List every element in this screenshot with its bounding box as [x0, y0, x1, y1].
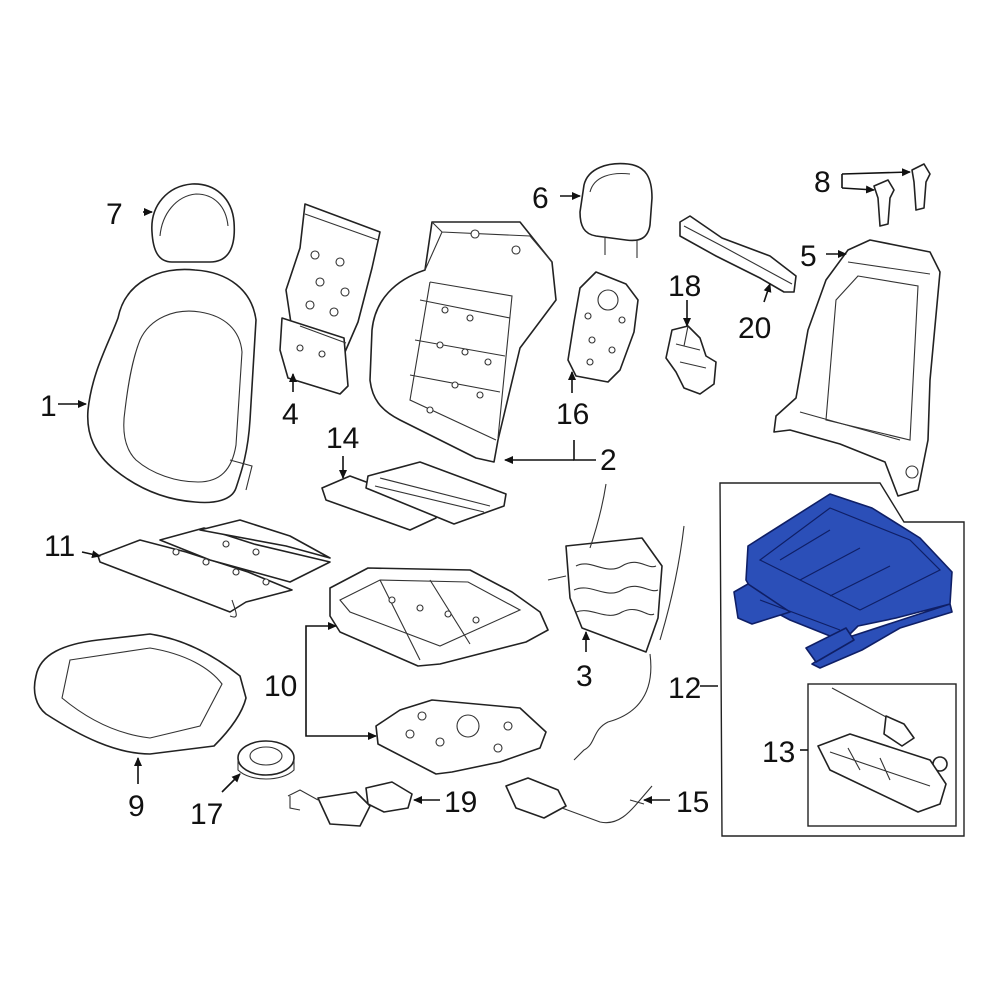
callout-9: 9 [128, 790, 145, 823]
part-18-motor[interactable] [665, 325, 717, 395]
leader-2-a [573, 440, 596, 461]
part-5-seatback-frame[interactable] [773, 239, 941, 497]
callout-6: 6 [532, 182, 549, 215]
part-13-group-box [807, 683, 957, 827]
callout-5: 5 [800, 240, 817, 273]
part-4-back-pads[interactable] [279, 203, 381, 395]
callout-10: 10 [264, 670, 297, 703]
callout-14: 14 [326, 422, 359, 455]
callout-8: 8 [814, 166, 831, 199]
part-9-cushion-cover[interactable] [33, 633, 247, 755]
part-12-seat-track-assembly[interactable] [733, 493, 953, 669]
callout-17: 17 [190, 798, 223, 831]
part-11-heater-mats[interactable] [97, 519, 331, 618]
part-16-lumbar-plate[interactable] [567, 271, 639, 383]
part-8-headrest-guides[interactable] [873, 163, 931, 227]
leader-10-b [305, 682, 377, 740]
part-7-headrest-cover[interactable] [151, 183, 236, 263]
callout-1: 1 [40, 390, 57, 423]
callout-15: 15 [676, 786, 709, 819]
part-19-control-module[interactable] [287, 781, 413, 827]
leader-17 [221, 773, 241, 793]
part-3-wire-frame[interactable] [547, 483, 685, 761]
part-10-seat-pan[interactable] [375, 699, 547, 775]
part-6-headrest[interactable] [579, 162, 653, 258]
leader-20 [763, 283, 772, 303]
callout-20: 20 [738, 312, 771, 345]
leader-8-b [841, 168, 911, 177]
callout-16: 16 [556, 398, 589, 431]
leader-10-a [305, 622, 337, 682]
part-10-cushion-foam[interactable] [329, 567, 549, 667]
part-15-switch-harness[interactable] [505, 777, 653, 824]
callout-7: 7 [106, 198, 123, 231]
callout-3: 3 [576, 660, 593, 693]
callout-19: 19 [444, 786, 477, 819]
part-20-trim-bar[interactable] [679, 215, 797, 293]
callout-13: 13 [762, 736, 795, 769]
callout-4: 4 [282, 398, 299, 431]
part-14-cushion-pads[interactable] [321, 461, 507, 531]
part-13-switch-kit[interactable] [817, 687, 948, 813]
callout-12: 12 [668, 672, 701, 705]
leader-8-a [841, 185, 875, 194]
part-12-group-box [719, 482, 965, 837]
part-1-seatback-cover[interactable] [86, 268, 257, 504]
callout-2: 2 [600, 444, 617, 477]
part-17-grommet[interactable] [237, 740, 295, 780]
callout-18: 18 [668, 270, 701, 303]
leader-11 [81, 550, 101, 559]
callout-11: 11 [44, 530, 75, 563]
part-2-seatback-foam[interactable] [369, 221, 557, 463]
